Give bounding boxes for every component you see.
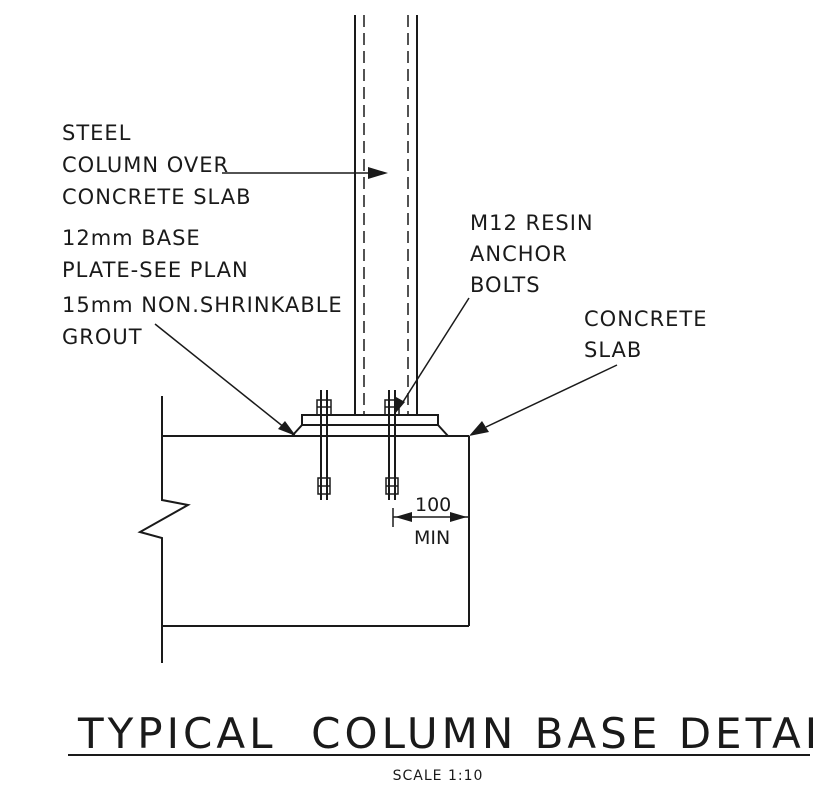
label-base-plate: 12mm BASE PLATE-SEE PLAN [62, 226, 249, 282]
concrete-slab [137, 396, 470, 663]
grout-bed [291, 424, 449, 437]
label-concrete-slab-line-1: CONCRETE [584, 307, 708, 331]
label-base-plate-line-2: PLATE-SEE PLAN [62, 258, 249, 282]
label-anchor-bolts-line-1: M12 RESIN [470, 211, 594, 235]
label-anchor-bolts-line-2: ANCHOR [470, 242, 568, 266]
dimension-100-min: 100 MIN [392, 494, 469, 549]
label-grout-line-2: GROUT [62, 325, 143, 349]
label-grout-line-1: 15mm NON.SHRINKABLE [62, 293, 343, 317]
label-grout: 15mm NON.SHRINKABLE GROUT [62, 293, 343, 349]
label-anchor-bolts: M12 RESIN ANCHOR BOLTS [470, 211, 594, 297]
label-concrete-slab-line-2: SLAB [584, 338, 642, 362]
base-plate [301, 414, 439, 426]
leader-grout [154, 323, 296, 436]
label-steel-column: STEEL COLUMN OVER CONCRETE SLAB [62, 121, 251, 209]
label-steel-column-line-1: STEEL [62, 121, 131, 145]
drawing-title: TYPICAL COLUMN BASE DETAILS [77, 709, 825, 758]
leader-steel-column [222, 167, 388, 179]
label-steel-column-line-3: CONCRETE SLAB [62, 185, 251, 209]
drawing-scale: SCALE 1:10 [393, 768, 484, 784]
leader-concrete-slab [469, 364, 618, 436]
steel-column [354, 15, 418, 415]
label-steel-column-line-2: COLUMN OVER [62, 153, 229, 177]
anchor-bolt-right [384, 390, 400, 500]
anchor-bolt-left [316, 390, 332, 500]
leader-anchor-bolts [394, 297, 470, 415]
label-anchor-bolts-line-3: BOLTS [470, 273, 541, 297]
label-base-plate-line-1: 12mm BASE [62, 226, 201, 250]
label-concrete-slab: CONCRETE SLAB [584, 307, 708, 362]
dimension-suffix: MIN [414, 527, 450, 549]
dimension-value: 100 [415, 494, 451, 516]
